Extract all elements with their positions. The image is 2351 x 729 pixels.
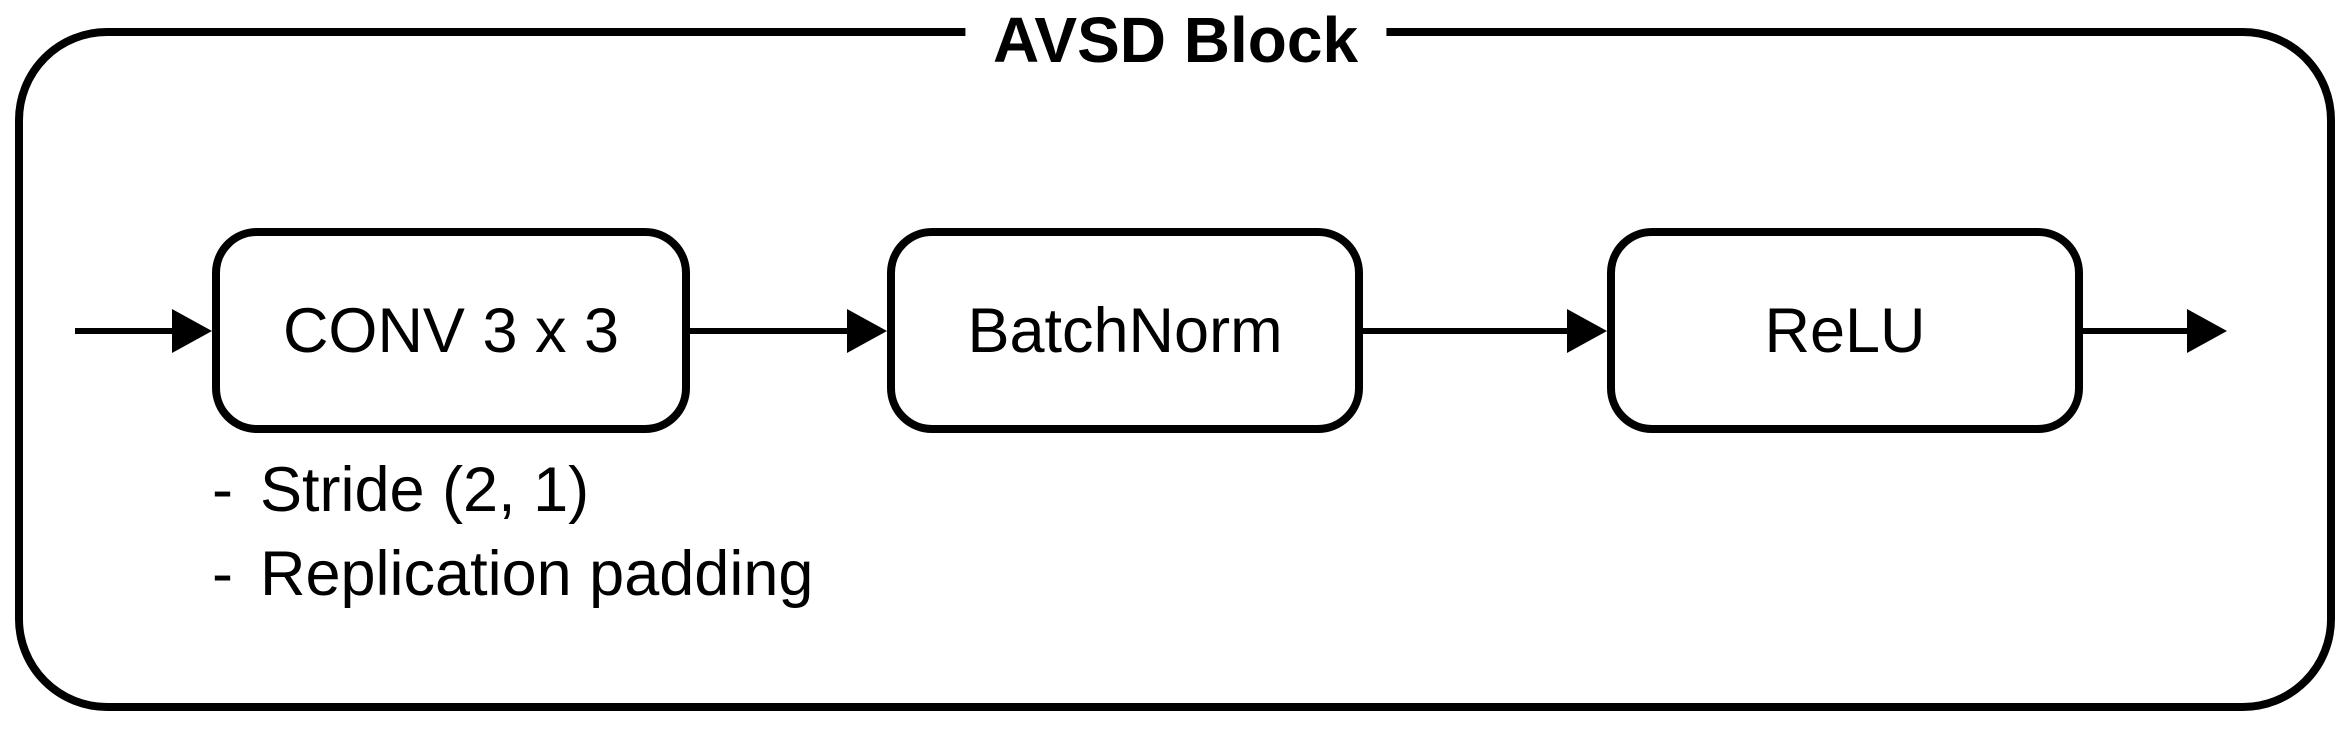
block-conv-label: CONV 3 x 3: [282, 295, 620, 366]
note-padding: - Replication padding: [212, 532, 813, 616]
block-batchnorm-label: BatchNorm: [967, 295, 1283, 366]
block-relu: ReLU: [1607, 228, 2083, 433]
conv-notes: - Stride (2, 1) - Replication padding: [212, 448, 813, 616]
block-conv: CONV 3 x 3: [212, 228, 690, 433]
note-stride: - Stride (2, 1): [212, 448, 813, 532]
note-stride-text: Stride (2, 1): [259, 455, 590, 525]
block-batchnorm: BatchNorm: [887, 228, 1363, 433]
block-relu-label: ReLU: [1764, 295, 1926, 366]
note-padding-text: Replication padding: [259, 539, 814, 609]
diagram-title: AVSD Block: [964, 2, 1387, 78]
note-padding-bullet: -: [212, 539, 233, 609]
note-stride-bullet: -: [212, 455, 233, 525]
